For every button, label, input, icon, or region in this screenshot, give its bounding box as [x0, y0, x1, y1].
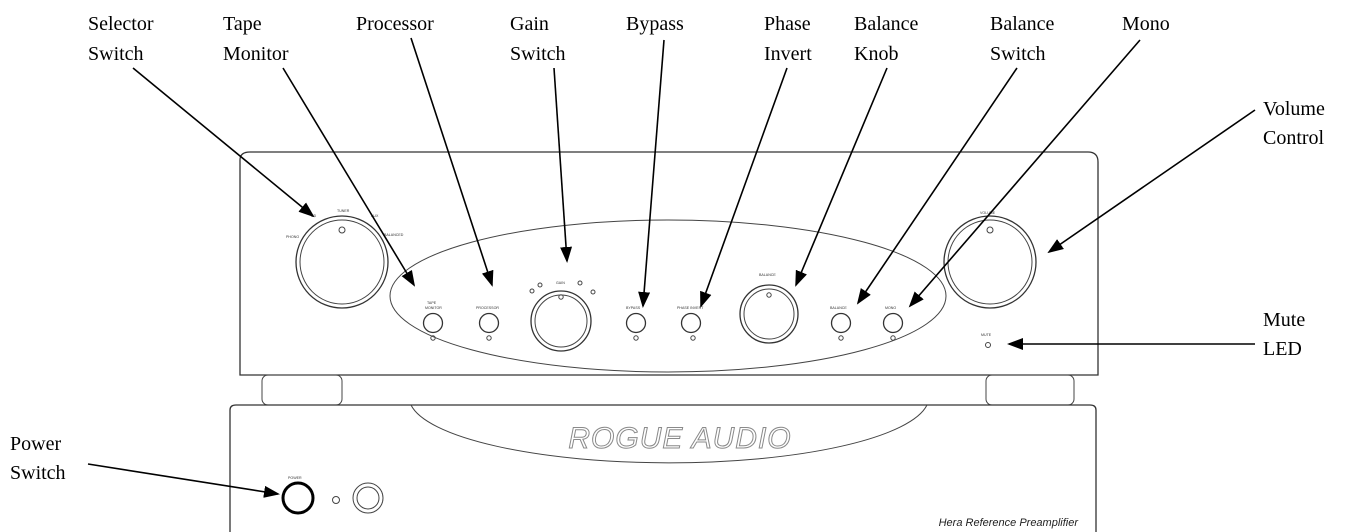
left-foot [261, 374, 343, 406]
arrow-balance-knob [795, 67, 888, 287]
tape-monitor-button[interactable] [422, 312, 444, 334]
brand-logo: ROGUE AUDIO [568, 422, 791, 455]
right-foot [985, 374, 1075, 406]
panel-label-phono: PHONO [286, 235, 299, 239]
model-name: Hera Reference Preamplifier [939, 517, 1080, 529]
volume-knob[interactable] [943, 215, 1037, 309]
label-power-switch-line1: Power [10, 433, 61, 455]
panel-label-balanced: BALANCED [384, 233, 404, 237]
label-selector-switch-line1: Selector [88, 13, 154, 35]
callout-labels: Selector Switch Tape Monitor Processor G… [10, 13, 1325, 484]
panel-label-gain: GAIN [556, 281, 565, 285]
label-volume-control-line1: Volume [1263, 98, 1325, 120]
gain-led-1 [529, 288, 535, 294]
arrow-phase-invert [700, 67, 788, 308]
panel-label-mono: MONO [885, 306, 896, 310]
arrow-balance-switch [856, 67, 1018, 305]
panel-label-mute: MUTE [981, 333, 992, 337]
arrow-processor [410, 37, 494, 287]
preamp-front-panel: PHONO CD TUNER AUX BALANCED TAPE MONITOR… [239, 151, 1099, 406]
balance-switch-led [838, 335, 844, 341]
power-socket [352, 482, 384, 514]
arrow-gain-switch [553, 67, 573, 263]
phase-invert-led [690, 335, 696, 341]
arrow-bypass [638, 39, 665, 308]
label-gain-switch-line2: Switch [510, 43, 566, 65]
label-gain-switch-line1: Gain [510, 13, 549, 35]
label-phase-invert-line1: Phase [764, 13, 811, 35]
panel-label-phase-invert: PHASE INVERT [677, 306, 704, 310]
tape-monitor-led [430, 335, 436, 341]
arrow-power-switch [87, 463, 280, 498]
panel-label-balance-switch: BALANCE [830, 306, 847, 310]
panel-label-power: POWER [288, 476, 302, 480]
center-oval [389, 219, 947, 373]
balance-switch-button[interactable] [830, 312, 852, 334]
arrow-volume-control [1047, 109, 1256, 254]
bypass-led [633, 335, 639, 341]
gain-knob[interactable] [530, 290, 592, 352]
label-volume-control-line2: Control [1263, 127, 1325, 149]
phase-invert-button[interactable] [680, 312, 702, 334]
processor-led [486, 335, 492, 341]
arrow-mono [908, 39, 1141, 308]
label-mute-led-line2: LED [1263, 338, 1302, 360]
mono-button[interactable] [882, 312, 904, 334]
power-led [332, 496, 340, 504]
processor-button[interactable] [478, 312, 500, 334]
power-supply-unit: ROGUE AUDIO POWER Hera Reference Preampl… [229, 404, 1097, 532]
arrow-selector-switch [132, 67, 315, 218]
panel-label-volume: VOLUME [980, 211, 996, 215]
panel-label-processor: PROCESSOR [476, 306, 499, 310]
lower-oval [410, 404, 928, 464]
label-bypass: Bypass [626, 13, 684, 35]
label-selector-switch-line2: Switch [88, 43, 144, 65]
leader-arrows [87, 37, 1256, 498]
label-balance-knob-line2: Knob [854, 43, 898, 65]
panel-label-tape-monitor-1: TAPE [427, 301, 437, 305]
panel-label-aux: AUX [371, 214, 379, 218]
bypass-button[interactable] [625, 312, 647, 334]
label-processor: Processor [356, 13, 434, 35]
label-tape-monitor-line2: Monitor [223, 43, 289, 65]
label-balance-switch-line2: Switch [990, 43, 1046, 65]
label-mono: Mono [1122, 13, 1170, 35]
balance-knob[interactable] [739, 284, 799, 344]
power-button[interactable] [281, 481, 315, 515]
arrow-tape-monitor [282, 67, 416, 287]
gain-led-3 [577, 280, 583, 286]
panel-label-tuner: TUNER [337, 209, 350, 213]
label-tape-monitor-line1: Tape [223, 13, 262, 35]
label-mute-led-line1: Mute [1263, 309, 1305, 331]
mono-led [890, 335, 896, 341]
panel-label-bypass: BYPASS [626, 306, 641, 310]
gain-led-4 [590, 289, 596, 295]
label-balance-switch-line1: Balance [990, 13, 1055, 35]
label-balance-knob-line1: Balance [854, 13, 919, 35]
selector-knob[interactable] [295, 215, 389, 309]
mute-led [985, 342, 991, 348]
panel-label-tape-monitor-2: MONITOR [425, 306, 442, 310]
gain-led-2 [537, 282, 543, 288]
panel-outline [239, 151, 1099, 376]
label-phase-invert-line2: Invert [764, 43, 812, 65]
power-unit-outline [229, 404, 1097, 532]
label-power-switch-line2: Switch [10, 462, 66, 484]
panel-label-balance-knob: BALANCE [759, 273, 776, 277]
